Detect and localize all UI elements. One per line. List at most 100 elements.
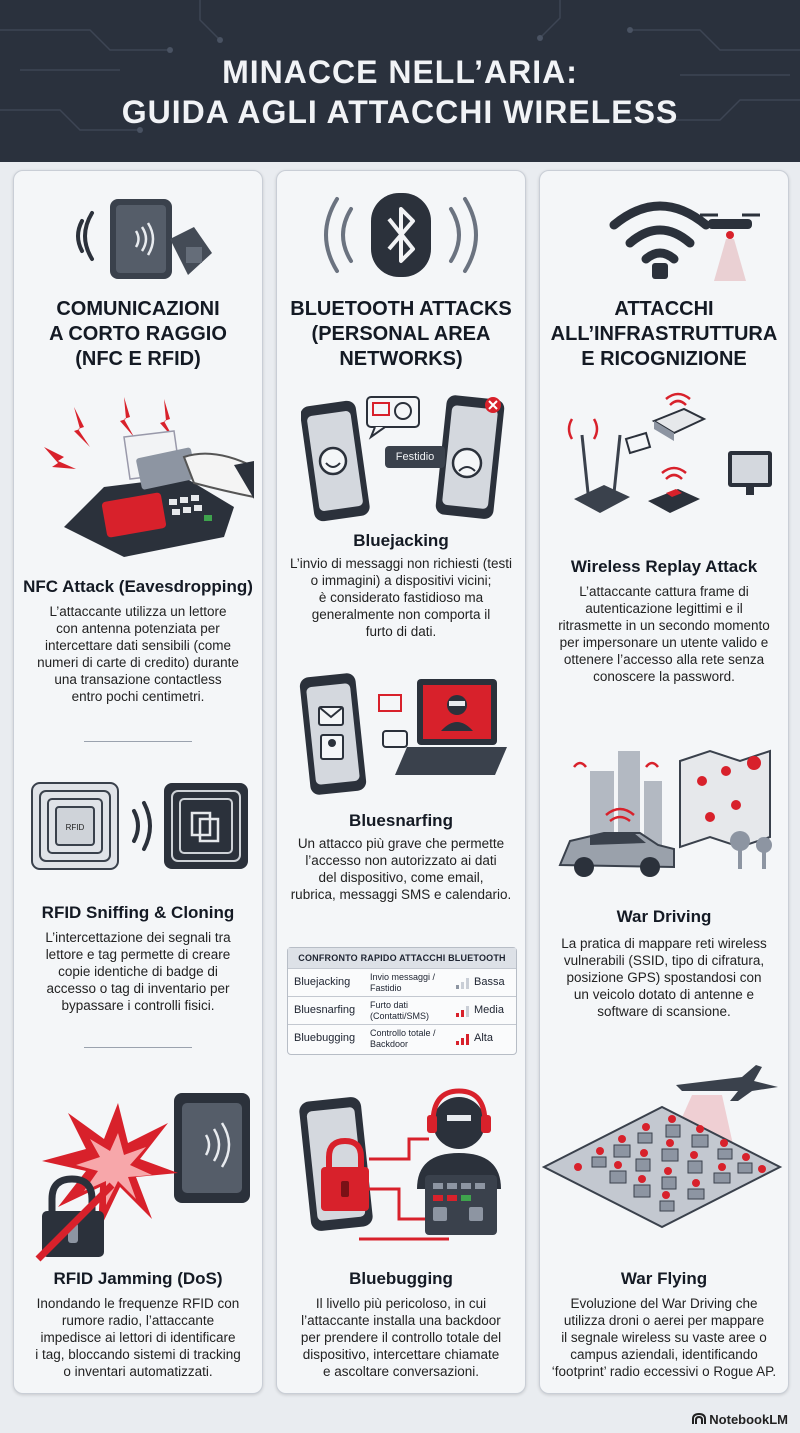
- section-text: La pratica di mappare reti wireless vuln…: [548, 935, 780, 1020]
- row-name: Bluesnarfing: [294, 1004, 356, 1016]
- divider: [84, 741, 192, 742]
- section-title: RFID Jamming (DoS): [53, 1269, 223, 1288]
- text-line: accesso o tag di inventario per: [46, 981, 230, 996]
- desc-line: Fastidio: [370, 983, 402, 993]
- table-row: Bluesnarfing Furto dati(Contatti/SMS) Me…: [288, 996, 516, 1025]
- nfc-tag-icon: [76, 199, 212, 279]
- section-title: Bluesnarfing: [349, 811, 453, 830]
- desc-line: Controllo totale /: [370, 1028, 436, 1038]
- text-line: campus aziendali, identificando: [570, 1347, 758, 1362]
- text-line: ‘footprint’ radio eccessivi o Rogue AP.: [551, 1364, 777, 1379]
- section-title: War Flying: [620, 1269, 708, 1288]
- column-infrastructure: ATTACCHI ALL’INFRASTRUTTURA E RICOGNIZIO…: [539, 170, 789, 1394]
- desc-line: Furto dati: [370, 1000, 409, 1010]
- column-nfc-rfid: COMUNICAZIONI A CORTO RAGGIO (NFC E RFID…: [13, 170, 263, 1394]
- table-row: Bluebugging Controllo totale /Backdoor A…: [288, 1024, 516, 1053]
- text-line: l’accesso non autorizzato ai dati: [305, 853, 497, 868]
- text-line: o inventari automatizzati.: [63, 1364, 213, 1379]
- text-line: è considerato fastidioso ma: [318, 590, 484, 605]
- section-text: L’invio di messaggi non richiesti (testi…: [285, 555, 517, 640]
- title-line-2: GUIDA AGLI ATTACCHI WIRELESS: [121, 94, 679, 130]
- text-line: software di scansione.: [597, 1004, 731, 1019]
- text-line: l’attaccante installa una backdoor: [301, 1313, 501, 1328]
- rfid-jamming-illustration: [35, 1093, 250, 1262]
- brand-name: NotebookLM: [709, 1412, 788, 1427]
- table-row: Bluejacking Invio messaggi /Fastidio Bas…: [288, 968, 516, 997]
- section-title: RFID Sniffing & Cloning: [41, 903, 235, 922]
- desc-line: (Contatti/SMS): [370, 1011, 430, 1021]
- row-desc: Furto dati(Contatti/SMS): [370, 1000, 450, 1022]
- text-line: L’attaccante cattura frame di: [579, 584, 749, 599]
- text-line: bypassare i controlli fisici.: [61, 998, 215, 1013]
- wifi-drone-icon: [609, 201, 760, 281]
- title-line-1: MINACCE NELL’ARIA:: [222, 54, 578, 90]
- text-line: un veicolo dotato di antenne e: [573, 987, 755, 1002]
- text-line: per impersonare un utente valido e: [559, 635, 769, 650]
- rfid-cloning-illustration: RFID: [31, 782, 248, 870]
- section-title: Wireless Replay Attack: [570, 557, 758, 576]
- text-line: con antenna potenziata per: [56, 621, 220, 636]
- heading-line: BLUETOOTH ATTACKS: [290, 298, 512, 320]
- annoyance-bubble: Festidio: [385, 446, 445, 468]
- text-line: autenticazione legittimi e il: [585, 601, 743, 616]
- text-line: generalmente non comporta il: [311, 607, 491, 622]
- text-line: vulnerabili (SSID, tipo di cifratura,: [563, 953, 765, 968]
- text-line: dispositivo, intercettare chiamate: [302, 1347, 500, 1362]
- text-line: del dispositivo, come email,: [318, 870, 484, 885]
- column-bluetooth: BLUETOOTH ATTACKS (PERSONAL AREA NETWORK…: [276, 170, 526, 1394]
- text-line: rubrica, messaggi SMS e calendario.: [290, 887, 512, 902]
- section-text: L’attaccante cattura frame di autenticaz…: [548, 583, 780, 685]
- text-line: e ascoltare conversazioni.: [322, 1364, 480, 1379]
- war-driving-illustration: [558, 749, 772, 877]
- row-name: Bluebugging: [294, 1032, 356, 1044]
- page-title: MINACCE NELL’ARIA: GUIDA AGLI ATTACCHI W…: [0, 52, 800, 132]
- text-line: una transazione contactless: [54, 672, 222, 687]
- desc-line: Invio messaggi /: [370, 972, 436, 982]
- section-title: War Driving: [616, 907, 712, 926]
- text-line: il segnale wireless su vaste aree o: [561, 1330, 767, 1345]
- section-text: Evoluzione del War Driving che utilizza …: [548, 1295, 780, 1380]
- section-title: Bluebugging: [349, 1269, 453, 1288]
- column-heading: BLUETOOTH ATTACKS (PERSONAL AREA NETWORK…: [277, 297, 525, 372]
- text-line: utilizza droni o aerei per mappare: [563, 1313, 765, 1328]
- section-text: Inondando le frequenze RFID con rumore r…: [22, 1295, 254, 1380]
- text-line: impedisce ai lettori di identificare: [40, 1330, 236, 1345]
- section-title: NFC Attack (Eavesdropping): [23, 577, 253, 596]
- section-text: L’intercettazione dei segnali tra lettor…: [22, 929, 254, 1014]
- pos-terminal-illustration: [44, 397, 254, 557]
- text-line: per prendere il controllo totale del: [300, 1330, 502, 1345]
- bluetooth-icon: [324, 193, 478, 277]
- text-line: o immagini) a dispositivi vicini;: [310, 573, 492, 588]
- heading-line: E RICOGNIZIONE: [581, 348, 747, 370]
- text-line: Un attacco più grave che permette: [297, 836, 505, 851]
- risk-level: Bassa: [474, 976, 505, 988]
- section-text: L’attaccante utilizza un lettore con ant…: [22, 603, 254, 705]
- row-name: Bluejacking: [294, 976, 351, 988]
- text-line: L’intercettazione dei segnali tra: [45, 930, 231, 945]
- signal-low-icon: [456, 978, 469, 989]
- text-line: furto di dati.: [365, 624, 437, 639]
- desc-line: Backdoor: [370, 1039, 409, 1049]
- risk-level: Alta: [474, 1032, 493, 1044]
- text-line: numeri di carte di credito) durante: [37, 655, 239, 670]
- circuit-pattern: [0, 0, 800, 133]
- heading-line: A CORTO RAGGIO: [49, 323, 227, 345]
- text-line: lettore e tag permette di creare: [45, 947, 231, 962]
- text-line: Il livello più pericoloso, in cui: [315, 1296, 487, 1311]
- bluetooth-comparison-table: CONFRONTO RAPIDO ATTACCHI BLUETOOTH Blue…: [287, 947, 517, 1055]
- replay-attack-illustration: [567, 392, 772, 513]
- signal-high-icon: [456, 1034, 469, 1045]
- column-heading: COMUNICAZIONI A CORTO RAGGIO (NFC E RFID…: [14, 297, 262, 372]
- war-flying-illustration: [542, 1065, 783, 1229]
- notebooklm-logo-icon: [691, 1412, 706, 1424]
- heading-line: NETWORKS): [339, 348, 463, 370]
- text-line: La pratica di mappare reti wireless: [561, 936, 767, 951]
- bluebugging-illustration: [299, 1088, 501, 1241]
- heading-line: (PERSONAL AREA: [311, 323, 491, 345]
- text-line: i tag, bloccando sistemi di tracking: [35, 1347, 241, 1362]
- bluejacking-illustration: [301, 395, 505, 522]
- header-banner: MINACCE NELL’ARIA: GUIDA AGLI ATTACCHI W…: [0, 0, 800, 162]
- text-line: L’invio di messaggi non richiesti (testi: [289, 556, 513, 571]
- bluesnarfing-illustration: [299, 673, 507, 795]
- text-line: Evoluzione del War Driving che: [570, 1296, 758, 1311]
